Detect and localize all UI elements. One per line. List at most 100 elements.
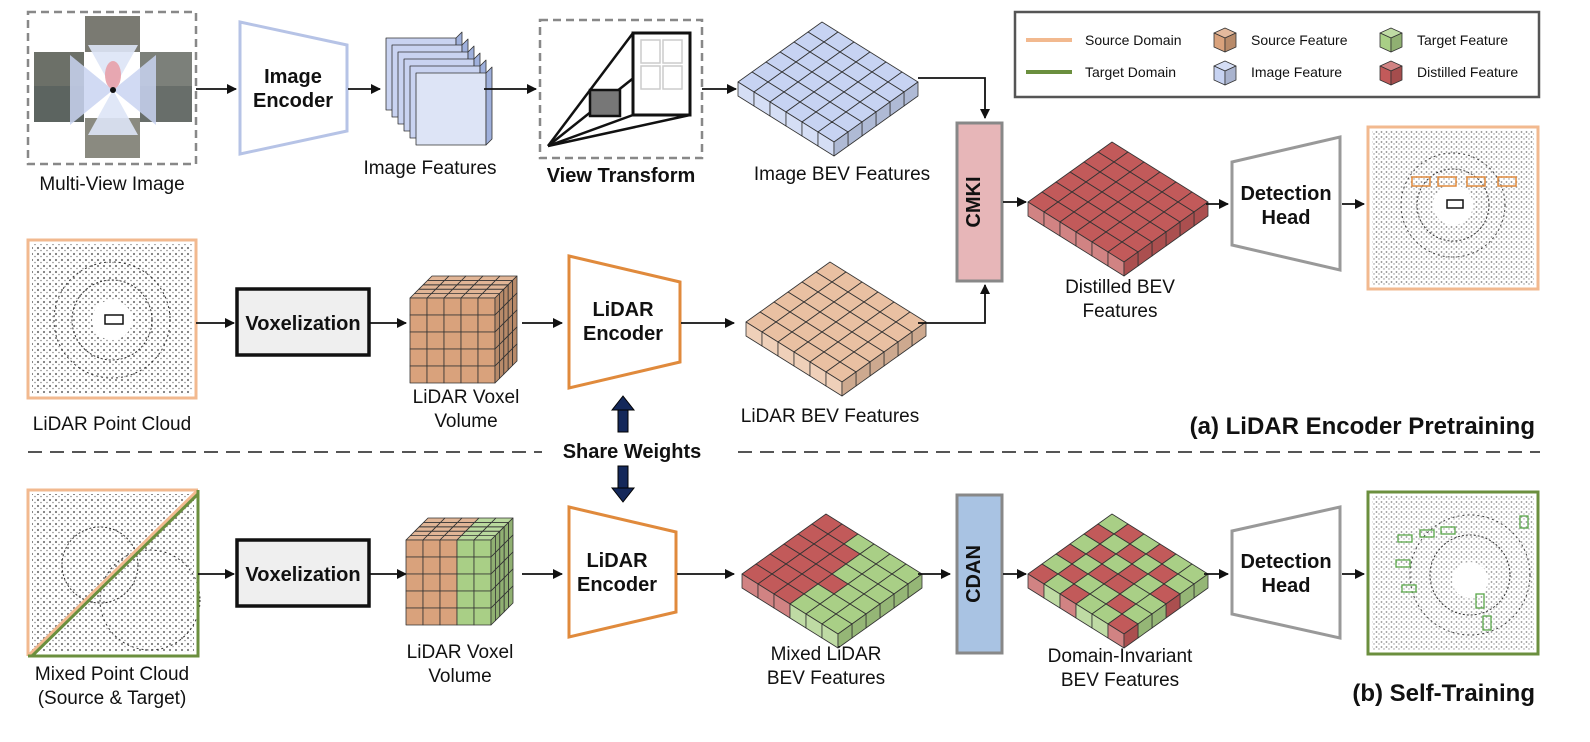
voxel-cell [409,365,428,384]
voxel-cell [477,314,496,333]
voxel-cell [477,348,496,367]
share-weights-label: Share Weights [563,441,702,463]
target-feature-cube-icon [1379,27,1403,53]
voxel-top-label-2: Volume [434,411,497,432]
image-encoder-label-2: Encoder [253,90,333,112]
voxel-cell [499,594,505,617]
lidar-encoder-top [567,254,682,390]
image-features-label: Image Features [363,158,496,179]
voxel-cell [512,343,518,366]
voxel-cell [456,539,475,558]
voxel-cell [494,598,501,621]
cube-face [1390,32,1403,53]
voxel-cell [477,331,496,350]
image-feature-map-side [485,66,493,146]
voxel-cell [443,348,462,367]
voxel-cell [405,556,424,575]
legend-target-domain: Target Domain [1085,64,1176,80]
voxel-cell [422,556,441,575]
lidar-encoder-top-label-2: Encoder [583,323,663,345]
cube-face [1224,65,1237,86]
image-encoder-label-1: Image [264,66,322,88]
mixed-lidar-bev-features [741,513,923,649]
voxel-cell [405,573,424,592]
bev-cell-side [1123,251,1139,277]
legend-distilled-feature: Distilled Feature [1417,64,1518,80]
voxel-bottom-label-2: Volume [428,666,491,687]
bev-cell-side [841,371,857,397]
cmki-module: CMKI [955,121,1004,283]
lidar-encoder-bottom-label-2: Encoder [577,574,657,596]
voxel-cell [503,590,510,613]
voxel-cell [409,348,428,367]
detection-head-top [1230,135,1342,272]
section-a-title: (a) LiDAR Encoder Pretraining [1190,413,1535,440]
bev-cell-side [837,623,853,649]
legend-source-feature: Source Feature [1251,32,1348,48]
voxel-cell [405,590,424,609]
lidar-encoder-bottom [567,505,678,639]
di-bev-label-1: Domain-Invariant [1048,646,1193,667]
legend-target-feature: Target Feature [1417,32,1508,48]
voxel-cell [456,573,475,592]
voxel-cell [409,314,428,333]
voxel-cell [473,573,492,592]
voxel-cell [443,365,462,384]
voxelization-bottom [235,538,371,608]
cdan-module: CDAN [955,493,1004,655]
cdan-label: CDAN [963,545,985,603]
multi-view-image [26,10,198,166]
voxel-cell [490,603,496,626]
share-weights-arrow-icon [610,395,636,503]
voxel-cell [439,573,458,592]
voxelization-top-label: Voxelization [245,313,360,335]
voxelization-bottom-label: Voxelization [245,564,360,586]
detection-output-target [1366,490,1540,656]
voxel-cell [426,297,445,316]
lidar-encoder-top-label-1: LiDAR [592,299,654,321]
voxel-cell [456,590,475,609]
detection-head-bottom-label-2: Head [1262,575,1311,597]
voxel-cell [409,331,428,350]
cube-face [1224,32,1237,53]
voxel-cell [508,585,514,608]
distilled-bev-label-1: Distilled BEV [1065,277,1175,298]
voxel-cell [477,297,496,316]
view-transform-label: View Transform [547,165,696,187]
voxel-cell [456,556,475,575]
image-feature-cube-icon [1213,60,1237,86]
image-bev-label: Image BEV Features [754,164,930,185]
voxel-cell [422,573,441,592]
voxel-cell [460,331,479,350]
voxel-cell [422,590,441,609]
mixed-point-cloud-label-2: (Source & Target) [38,688,187,709]
voxel-cell [473,539,492,558]
voxelization-top [235,287,371,357]
cmki-label: CMKI [963,176,985,227]
voxel-cell [494,361,500,384]
image-features-stack [385,31,493,146]
detection-head-bottom [1230,505,1342,640]
legend-image-feature: Image Feature [1251,64,1342,80]
detection-head-top-label-1: Detection [1240,183,1331,205]
voxel-cell [498,356,505,380]
source-feature-cube-icon [1213,27,1237,53]
voxel-cell [460,348,479,367]
image-encoder [238,20,349,156]
image-feature-map [415,72,487,146]
voxel-cell [503,352,509,375]
detection-head-bottom-label-1: Detection [1240,551,1331,573]
voxel-cell [439,607,458,626]
domain-invariant-bev-features [1027,513,1209,649]
mixed-point-cloud-label-1: Mixed Point Cloud [35,664,189,685]
voxel-cell [460,365,479,384]
bev-cell-side [833,131,849,157]
voxel-cell [405,539,424,558]
voxel-cell [477,365,496,384]
lidar-bev-label: LiDAR BEV Features [741,406,919,427]
voxel-cell [409,297,428,316]
voxel-cell [422,607,441,626]
mixed-bev-label-1: Mixed LiDAR [771,644,882,665]
lidar-encoder-bottom-label-1: LiDAR [586,550,648,572]
